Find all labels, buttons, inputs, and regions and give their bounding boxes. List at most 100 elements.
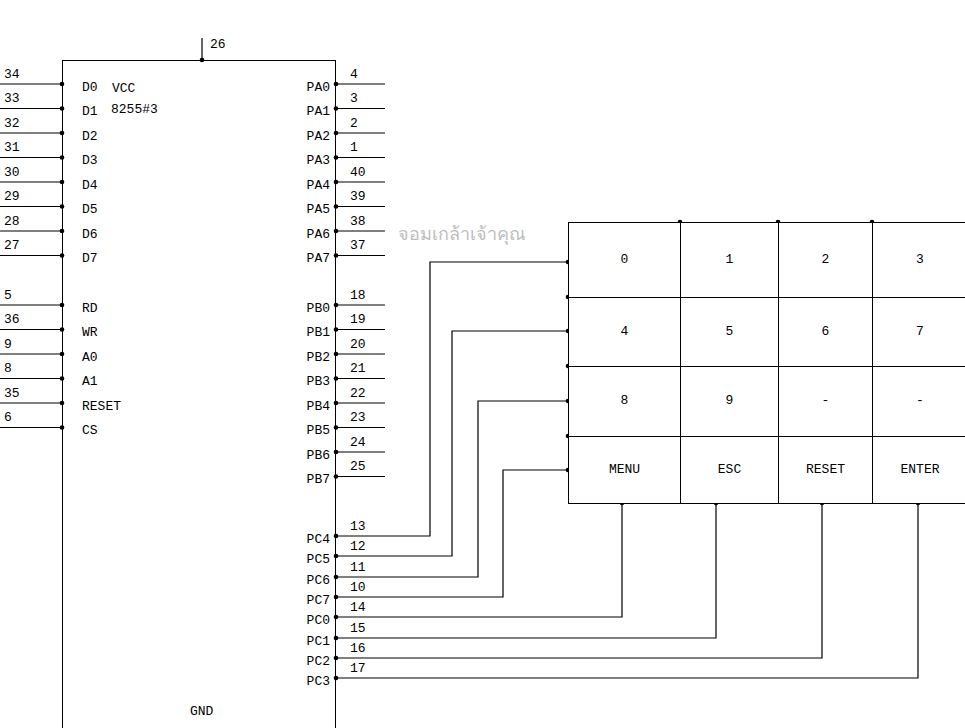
key-label: 2 bbox=[822, 253, 830, 268]
pin-name: A0 bbox=[82, 351, 98, 366]
pin-number: 8 bbox=[4, 362, 12, 377]
key-label: ENTER bbox=[900, 463, 939, 478]
pin-number: 5 bbox=[4, 289, 12, 304]
pin-name: PB6 bbox=[307, 449, 330, 464]
key-label: - bbox=[916, 394, 924, 409]
pin-name: PC4 bbox=[307, 533, 330, 548]
pin-name: D2 bbox=[82, 130, 98, 145]
pin-number: 33 bbox=[4, 92, 20, 107]
pin-name: PA3 bbox=[307, 154, 330, 169]
pin-name: RD bbox=[82, 302, 98, 317]
junction-dot bbox=[334, 636, 339, 641]
pin-name: PC0 bbox=[307, 614, 330, 629]
pin-name: PA7 bbox=[307, 252, 330, 267]
junction-dot bbox=[334, 534, 339, 539]
pin-number: 32 bbox=[4, 117, 20, 132]
junction-dot bbox=[334, 450, 339, 455]
pin-number: 19 bbox=[350, 313, 366, 328]
pin-number: 4 bbox=[350, 68, 358, 83]
pin-number: 24 bbox=[350, 436, 366, 451]
junction-dot bbox=[334, 131, 339, 136]
pin-name: VCC bbox=[112, 82, 135, 97]
pin-name: PB5 bbox=[307, 424, 330, 439]
pin-number: 39 bbox=[350, 190, 366, 205]
junction-dot bbox=[334, 327, 339, 332]
pin-number: 15 bbox=[350, 622, 366, 637]
pin-number: 9 bbox=[4, 338, 12, 353]
watermark: จอมเกล้าเจ้าคุณ bbox=[398, 224, 526, 245]
key-label: 3 bbox=[916, 253, 924, 268]
pin-name: PA5 bbox=[307, 203, 330, 218]
keypad-key: 6 bbox=[778, 297, 873, 367]
keypad-key: 8 bbox=[568, 366, 681, 437]
junction-dot bbox=[334, 376, 339, 381]
keypad-key: MENU bbox=[568, 436, 681, 504]
keypad-key: 5 bbox=[680, 297, 779, 367]
pin-number: 14 bbox=[350, 601, 366, 616]
junction-dot bbox=[334, 474, 339, 479]
junction-dot bbox=[334, 656, 339, 661]
pin-name: PC7 bbox=[307, 594, 330, 609]
pin-number: 31 bbox=[4, 141, 20, 156]
chip-name: 8255#3 bbox=[111, 103, 158, 118]
pin-number: 38 bbox=[350, 215, 366, 230]
pin-name: D1 bbox=[82, 105, 98, 120]
junction-dot bbox=[334, 425, 339, 430]
pin-name: PC2 bbox=[307, 655, 330, 670]
junction-dot bbox=[334, 575, 339, 580]
keypad-key: - bbox=[778, 366, 873, 437]
pin-name: PB4 bbox=[307, 400, 330, 415]
keypad-key: 7 bbox=[872, 297, 965, 367]
junction-dot bbox=[334, 401, 339, 406]
pin-name: PA0 bbox=[307, 81, 330, 96]
junction-dot bbox=[334, 229, 339, 234]
row-wire bbox=[336, 401, 568, 577]
pin-number: 37 bbox=[350, 239, 366, 254]
pin-name: D3 bbox=[82, 154, 98, 169]
pin-name: A1 bbox=[82, 375, 98, 390]
key-label: 4 bbox=[621, 325, 629, 340]
pin-name: PC5 bbox=[307, 553, 330, 568]
pin-number: 20 bbox=[350, 338, 366, 353]
pin-name: WR bbox=[82, 326, 98, 341]
pin-name: PA6 bbox=[307, 228, 330, 243]
key-label: 8 bbox=[621, 394, 629, 409]
junction-dot bbox=[334, 676, 339, 681]
junction-dot bbox=[334, 554, 339, 559]
pin-number: 12 bbox=[350, 540, 366, 555]
junction-dot bbox=[334, 253, 339, 258]
keypad-key: - bbox=[872, 366, 965, 437]
ic-8255: 8255#3 bbox=[62, 60, 336, 728]
junction-dot bbox=[334, 204, 339, 209]
pin-number: 17 bbox=[350, 662, 366, 677]
left-pins bbox=[0, 84, 62, 428]
junction-dot bbox=[334, 615, 339, 620]
pin-name: RESET bbox=[82, 400, 121, 415]
row-wire bbox=[336, 470, 568, 597]
keypad-key: ESC bbox=[680, 436, 779, 504]
keypad-key: 9 bbox=[680, 366, 779, 437]
key-label: 0 bbox=[621, 253, 629, 268]
junction-dot bbox=[334, 595, 339, 600]
pin-name: CS bbox=[82, 424, 98, 439]
key-label: MENU bbox=[609, 463, 640, 478]
keypad-key: 0 bbox=[568, 222, 681, 298]
pin-number: 13 bbox=[350, 520, 366, 535]
key-label: 7 bbox=[916, 325, 924, 340]
junction-dot bbox=[334, 155, 339, 160]
pin-number: 35 bbox=[4, 387, 20, 402]
column-wire bbox=[336, 503, 918, 678]
vcc-pin bbox=[201, 38, 202, 60]
keypad-key: 3 bbox=[872, 222, 965, 298]
junction-dot bbox=[334, 352, 339, 357]
row-wire bbox=[336, 331, 568, 556]
column-wire bbox=[336, 503, 716, 638]
pin-name: D4 bbox=[82, 179, 98, 194]
pin-number: 21 bbox=[350, 362, 366, 377]
pin-name: PB3 bbox=[307, 375, 330, 390]
pin-name: D5 bbox=[82, 203, 98, 218]
pin-name: PA1 bbox=[307, 105, 330, 120]
keypad-key: RESET bbox=[778, 436, 873, 504]
column-wire bbox=[336, 503, 622, 617]
